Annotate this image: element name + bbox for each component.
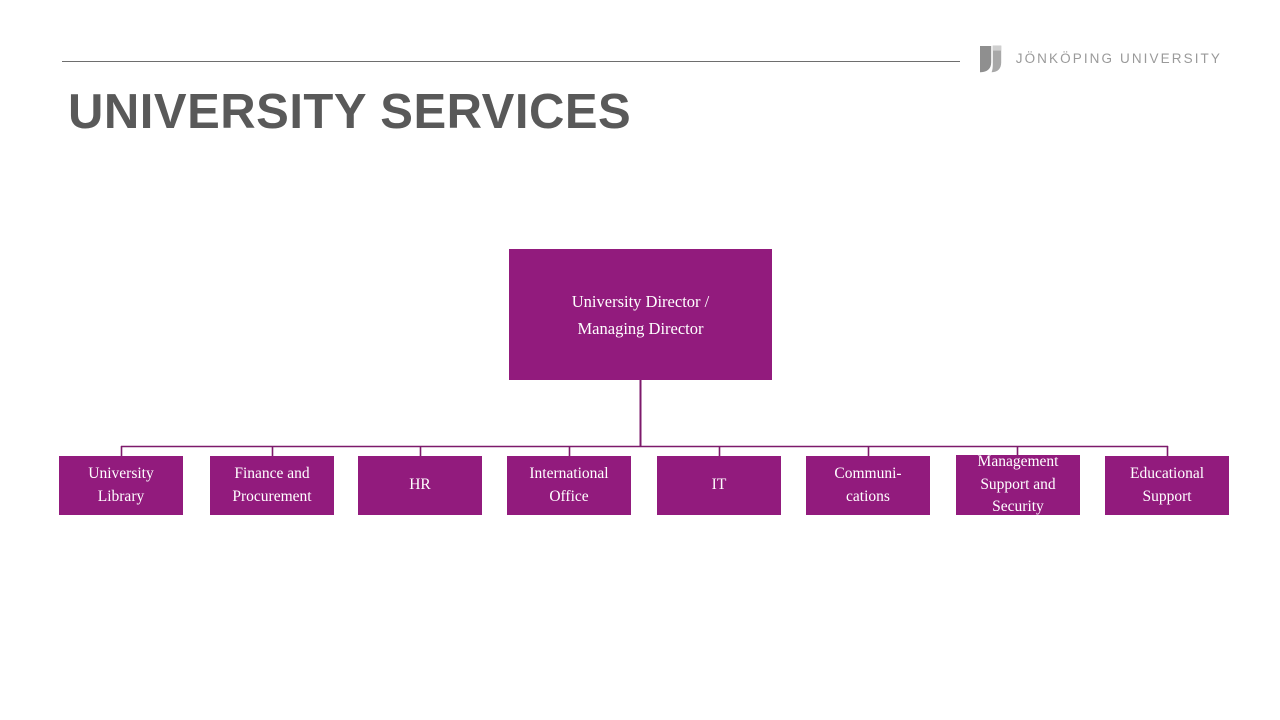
org-node-label: Management Support and Security: [977, 453, 1059, 516]
org-node-label: International Office: [529, 465, 609, 505]
org-node-root[interactable]: University Director / Managing Director: [509, 249, 772, 380]
org-node-management-support-and-security[interactable]: Management Support and Security: [956, 453, 1080, 515]
org-node-it[interactable]: IT: [657, 456, 781, 515]
org-node-label: University Library: [88, 465, 154, 505]
org-node-finance-and-procurement[interactable]: Finance and Procurement: [210, 456, 334, 515]
org-node-label: Communi- cations: [834, 465, 902, 505]
org-node-label: Finance and Procurement: [232, 465, 312, 505]
org-node-label: HR: [409, 476, 431, 494]
org-node-hr[interactable]: HR: [358, 456, 482, 515]
jonkoping-university-logo-icon: [979, 45, 1001, 73]
org-node-international-office[interactable]: International Office: [507, 456, 631, 515]
org-node-university-library[interactable]: University Library: [59, 456, 183, 515]
org-node-communications[interactable]: Communi- cations: [806, 456, 930, 515]
org-node-label: IT: [711, 476, 727, 494]
org-node-root-label: University Director / Managing Director: [571, 291, 710, 338]
brand-wordmark: JÖNKÖPING UNIVERSITY: [1015, 50, 1222, 66]
org-node-label: Educational Support: [1129, 465, 1205, 505]
org-node-educational-support[interactable]: Educational Support: [1105, 456, 1229, 515]
page-title: UNIVERSITY SERVICES: [68, 85, 632, 139]
header-divider-rule: [62, 61, 960, 62]
brand-lockup: JÖNKÖPING UNIVERSITY: [979, 44, 1222, 74]
